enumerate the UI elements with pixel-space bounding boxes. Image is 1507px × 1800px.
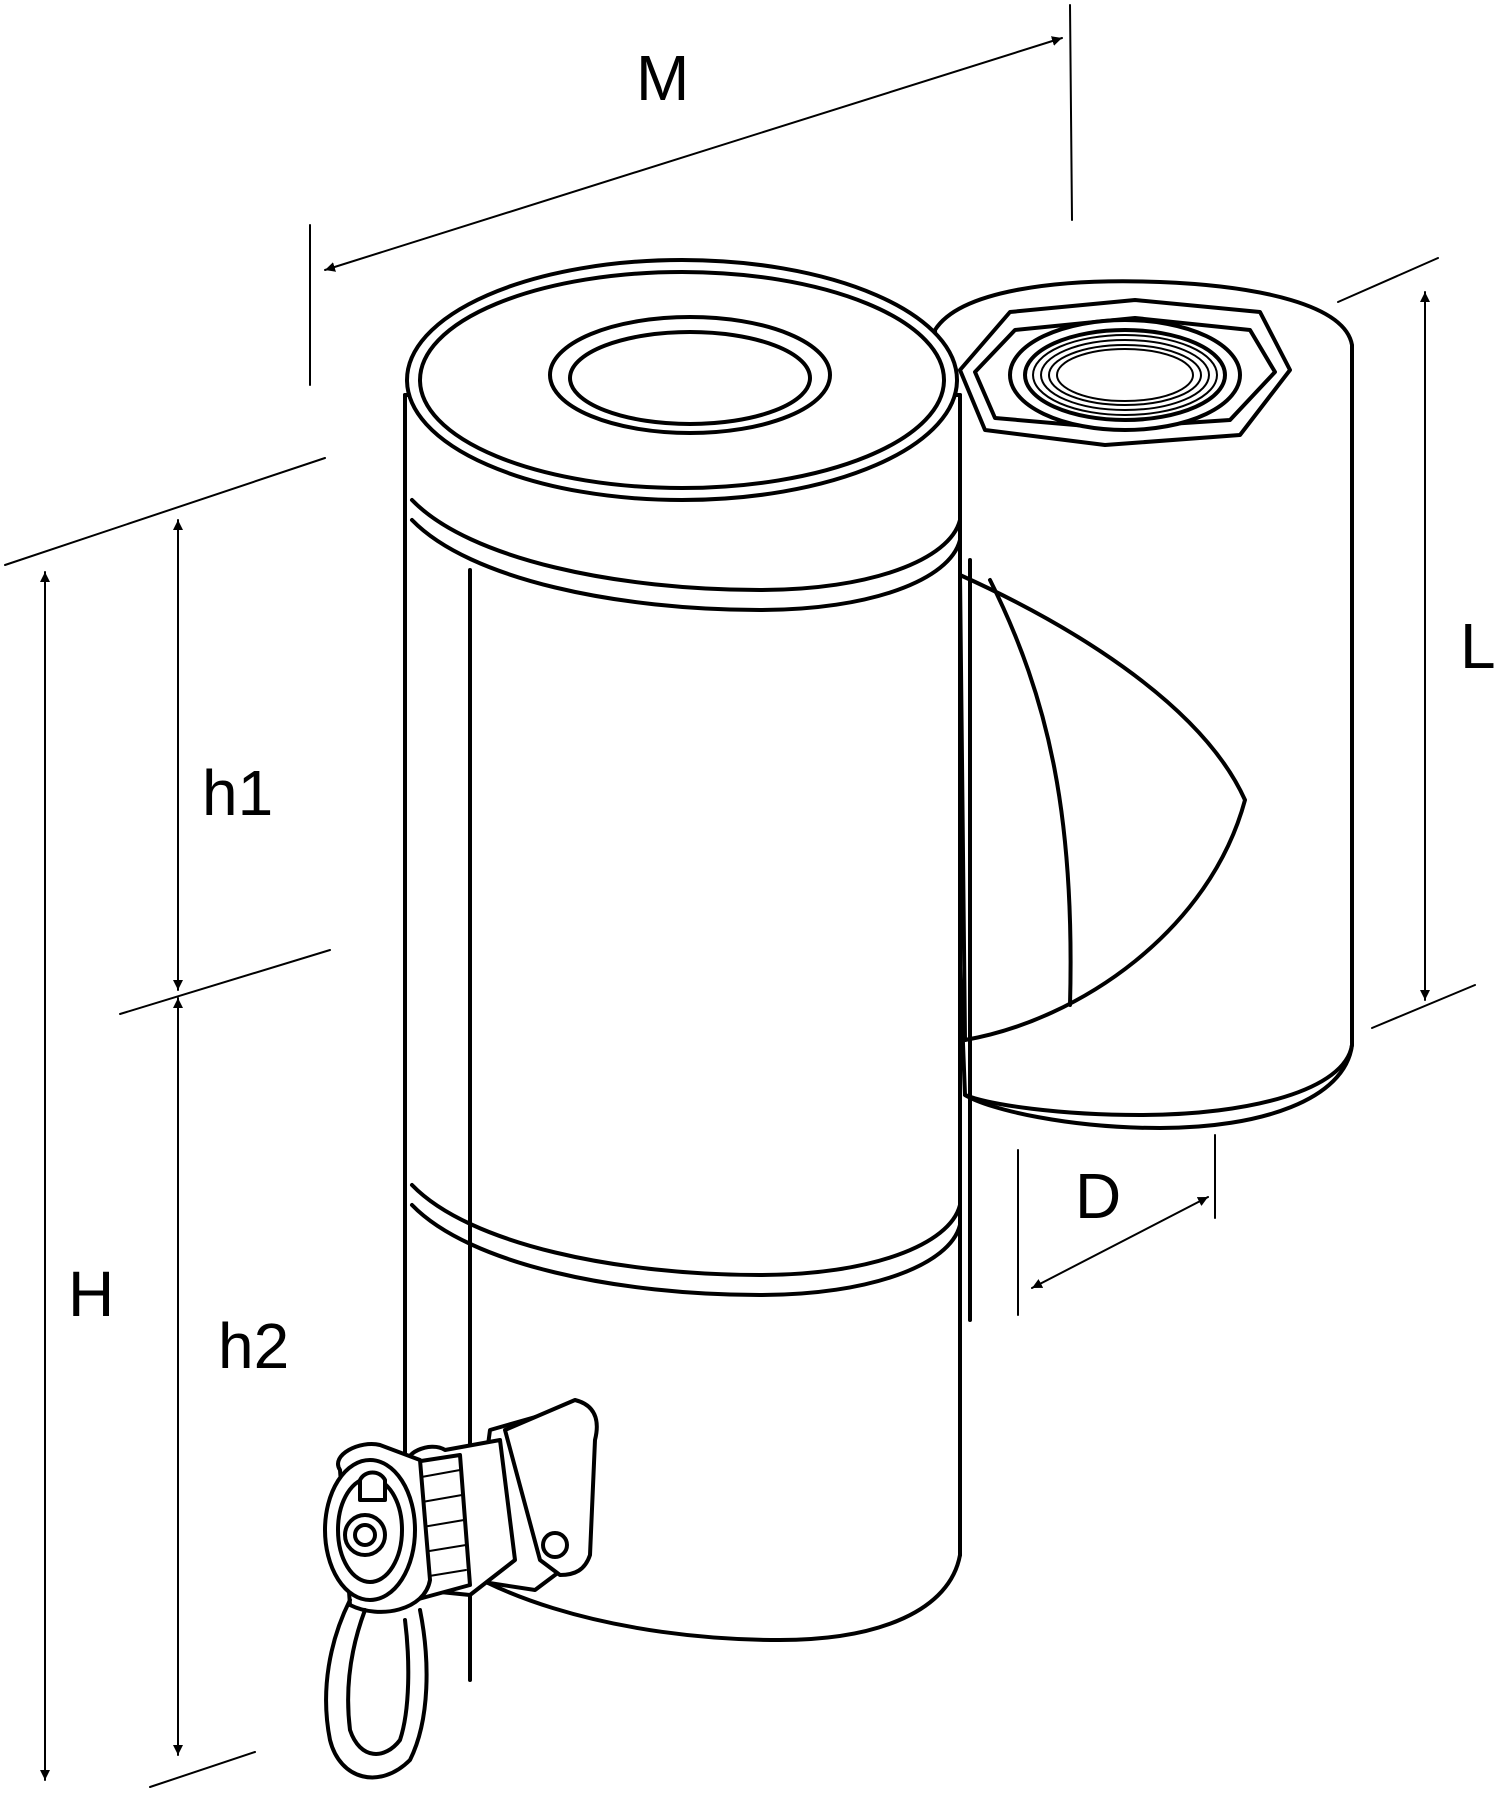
hex-nut-port (958, 298, 1292, 447)
label-D: D (1075, 1160, 1121, 1232)
dimension-M (309, 4, 1073, 386)
label-H: H (68, 1258, 114, 1330)
label-L: L (1460, 610, 1496, 682)
label-h1: h1 (202, 757, 273, 829)
drain-valve (323, 1398, 599, 1780)
dimension-L (1337, 257, 1476, 1029)
dimension-D (1017, 1134, 1216, 1316)
label-M: M (636, 42, 689, 114)
label-h2: h2 (218, 1310, 289, 1382)
top-cap (405, 258, 959, 502)
lower-band (410, 1183, 962, 1297)
upper-band (410, 498, 962, 612)
dimension-H-h1-h2 (4, 457, 331, 1788)
